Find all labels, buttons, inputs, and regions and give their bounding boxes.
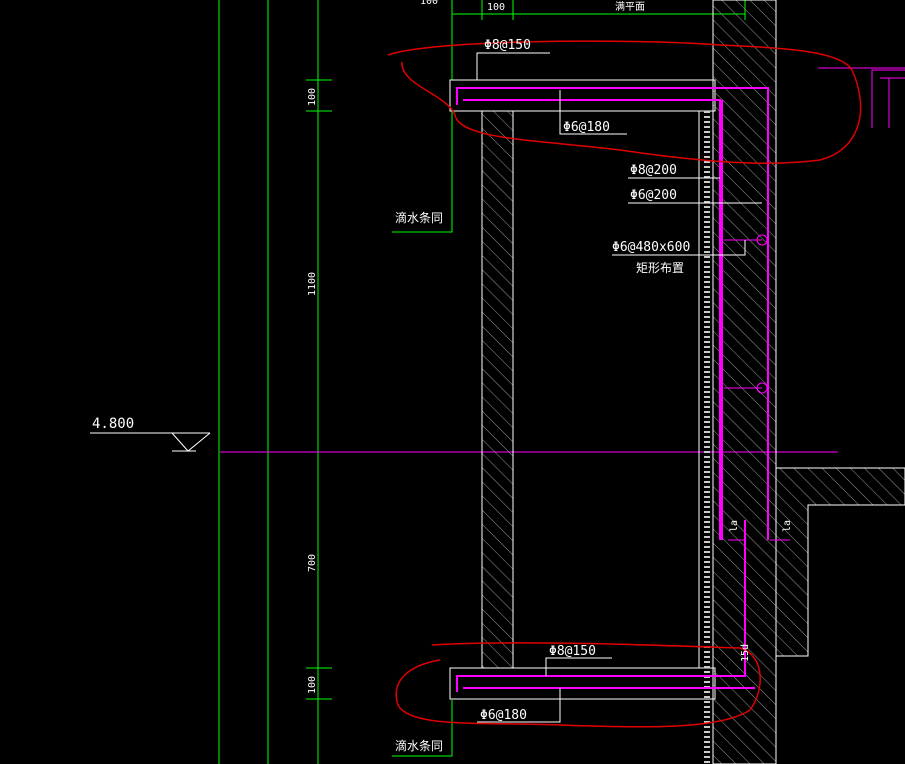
bottom-slab-rebar [456, 520, 746, 692]
rebar-label-tie-bar: Φ6@480x600 [612, 240, 690, 255]
rebar-lines [456, 67, 905, 692]
dim-top-label: 满平面 [615, 1, 645, 13]
drip-leader-top [392, 52, 453, 233]
label-leaders [476, 52, 762, 723]
drip-note-bottom: 滴水条同 [395, 738, 443, 753]
markup-ellipse-top [387, 40, 862, 165]
dim-seg-sill: 700 [307, 554, 318, 572]
top-slab [449, 79, 716, 112]
dim-seg-window: 1100 [307, 272, 318, 296]
markup-ellipse-bottom [395, 642, 761, 728]
rebar-label-bottom-slab-bottom: Φ6@180 [480, 708, 527, 723]
rebar-label-top-slab-top: Φ8@150 [484, 38, 531, 53]
dim-seg-top: 100 [307, 88, 318, 106]
rebar-label-bottom-slab-top: Φ8@150 [549, 644, 596, 659]
corner-symbol-2 [871, 69, 905, 128]
anchor-label-1: la [729, 520, 740, 532]
rebar-label-wall-vertical: Φ8@200 [630, 163, 677, 178]
dim-top-overhang: 100 [420, 0, 438, 7]
rebar-label-tie-bar-note: 矩形布置 [636, 261, 684, 275]
masonry-pier [481, 110, 514, 669]
anchor-label-3: 15d [740, 644, 751, 662]
drip-leader-bottom [392, 700, 453, 757]
elevation-triangle-icon [90, 432, 211, 452]
drip-note-top: 滴水条同 [395, 210, 443, 225]
rebar-label-wall-horizontal: Φ6@200 [630, 188, 677, 203]
bottom-slab [449, 667, 716, 700]
dim-seg-bottom: 100 [307, 676, 318, 694]
right-floor-slab [775, 467, 905, 657]
elevation-label: 4.800 [92, 416, 134, 432]
top-slab-rebar-bottom [463, 99, 721, 540]
rebar-label-top-slab-bottom: Φ6@180 [563, 120, 610, 135]
anchor-label-2: la [782, 520, 793, 532]
dim-top-width: 100 [487, 2, 505, 13]
markup-annotations [387, 40, 862, 728]
top-slab-rebar-top [456, 87, 769, 475]
